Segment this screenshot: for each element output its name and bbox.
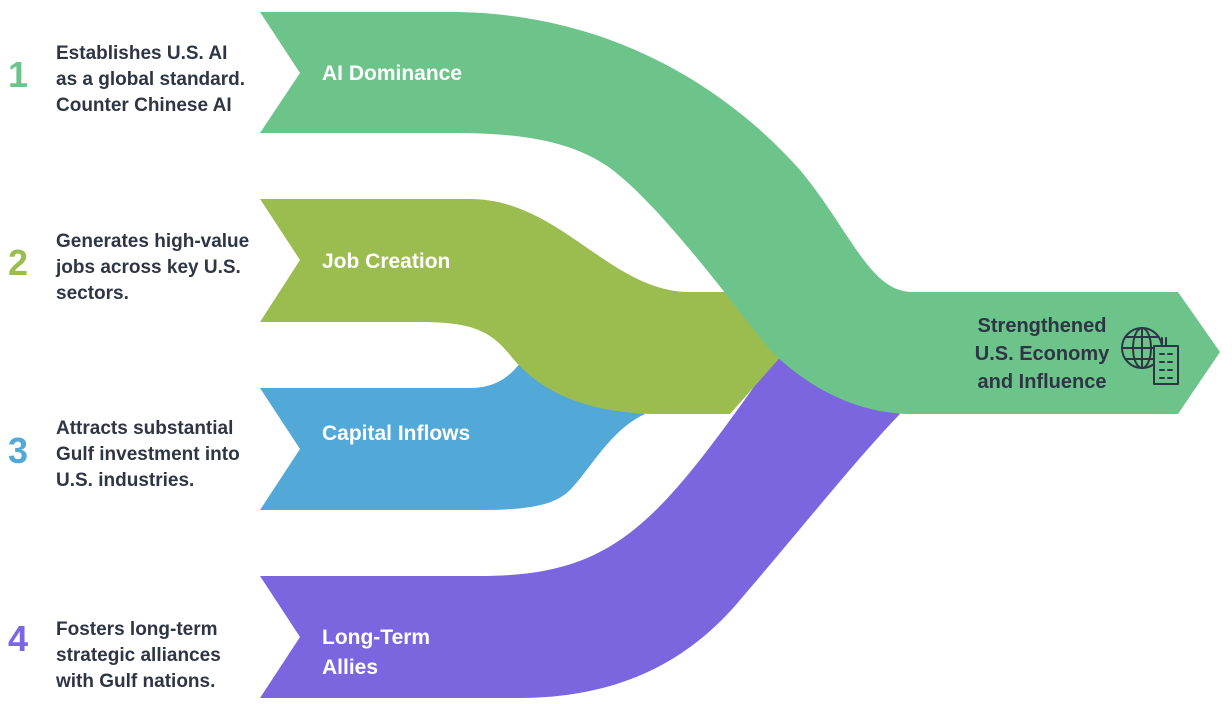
description-line: Generates high-value (56, 231, 250, 252)
stage-label: Job Creation (322, 247, 450, 277)
step-description: Generates high-value jobs across key U.S… (56, 229, 276, 307)
description-line: jobs across key U.S. (56, 257, 241, 278)
step-number: 3 (7, 430, 29, 471)
stage-label-line: Capital Inflows (322, 422, 471, 445)
description-line: with Gulf nations. (56, 671, 216, 692)
stage-label-line: Allies (322, 656, 379, 679)
stage-label: AI Dominance (322, 59, 462, 89)
description-line: U.S. industries. (56, 470, 195, 491)
flow-band-long-term-allies (260, 350, 900, 698)
result-line: U.S. Economy (974, 343, 1110, 365)
stage-label: Capital Inflows (322, 419, 470, 449)
stage-label: Long-Term Allies (322, 623, 430, 683)
description-line: Gulf investment into (56, 444, 240, 465)
description-line: Attracts substantial (56, 418, 234, 439)
stage-label-line: AI Dominance (322, 62, 463, 85)
step-description: Attracts substantial Gulf investment int… (56, 416, 276, 494)
step-number: 2 (7, 242, 29, 283)
globe-building-icon (1121, 327, 1179, 385)
result-line: and Influence (977, 371, 1107, 393)
step-description: Establishes U.S. AI as a global standard… (56, 41, 276, 119)
result-label: Strengthened U.S. Economy and Influence (952, 312, 1132, 396)
step-number: 1 (7, 54, 29, 95)
stage-label-line: Long-Term (322, 626, 431, 649)
flow-band-ai-dominance (260, 12, 1220, 414)
description-line: as a global standard. (56, 69, 245, 90)
step-description: Fosters long-term strategic alliances wi… (56, 617, 276, 695)
flow-band-job-creation (260, 199, 785, 414)
stage-label-line: Job Creation (322, 250, 451, 273)
description-line: Fosters long-term (56, 619, 218, 640)
description-line: Counter Chinese AI (56, 95, 232, 116)
flow-band-capital-inflows (260, 352, 645, 510)
description-line: sectors. (56, 283, 129, 304)
result-line: Strengthened (977, 315, 1107, 337)
step-number: 4 (7, 618, 29, 659)
description-line: Establishes U.S. AI (56, 43, 228, 64)
description-line: strategic alliances (56, 645, 221, 666)
